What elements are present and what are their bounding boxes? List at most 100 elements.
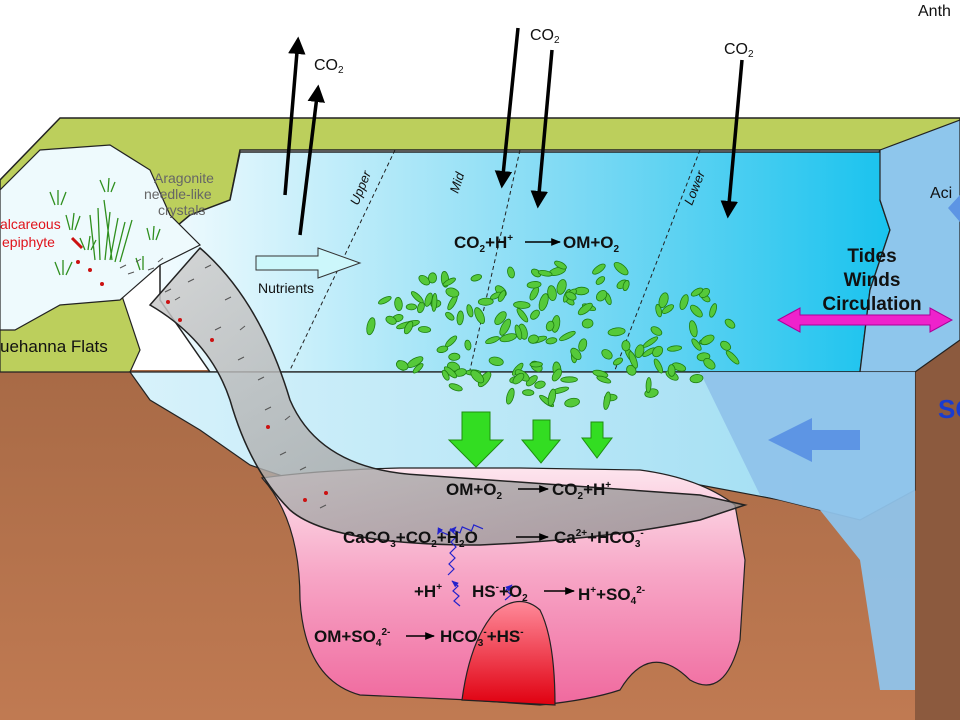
inflow-arrow <box>768 418 860 462</box>
phytoplankton-cell <box>424 292 433 307</box>
phytoplankton-cell <box>395 360 409 371</box>
phytoplankton-cell <box>497 290 506 302</box>
anthropogenic-label: Anth <box>918 3 951 20</box>
phytoplankton-cell <box>560 376 578 383</box>
phytoplankton-cell <box>703 358 716 370</box>
phytoplankton-cell <box>650 326 663 336</box>
respiration-equation-rhs: CO2+H+ <box>552 480 611 502</box>
nutrients-label: Nutrients <box>258 280 314 296</box>
co2-influx-arrow-2 <box>530 49 554 209</box>
phytoplankton-cell <box>596 375 612 384</box>
proton-transfer-arrows <box>437 524 513 607</box>
phytoplankton-cell <box>661 304 675 314</box>
phytoplankton-cell <box>512 372 525 385</box>
calcareous-pointer <box>70 236 84 250</box>
phytoplankton-cell <box>652 345 664 358</box>
tidal-flat-water <box>0 144 202 331</box>
co2-efflux-arrow-2 <box>298 84 325 236</box>
phytoplankton-cell <box>559 330 576 342</box>
proton-label: +H+ <box>414 582 442 601</box>
phytoplankton-cell <box>464 339 472 351</box>
phytoplankton-cell <box>507 266 515 279</box>
sulfide-oxidation-rhs: H++SO42- <box>578 585 645 607</box>
aragonite-label-1: Aragonite <box>154 170 214 186</box>
phytoplankton-cell <box>556 279 567 295</box>
zone-divider-lower <box>614 149 701 371</box>
phytoplankton-cell <box>445 311 455 321</box>
phytoplankton-cell <box>622 279 630 292</box>
phytoplankton-cell <box>385 315 397 325</box>
calcareous-dots <box>76 260 328 502</box>
phytoplankton-cell <box>417 326 432 333</box>
settling-arrow-small <box>581 421 613 459</box>
phytoplankton-cell <box>412 363 424 374</box>
calcareous-label-1: alcareous <box>0 216 61 232</box>
co2-label-influx-1: CO2 <box>530 27 560 46</box>
phytoplankton-cell <box>645 377 652 394</box>
phytoplankton-cell <box>691 338 702 351</box>
tides-double-arrow <box>776 307 954 333</box>
phytoplankton-cell <box>545 320 555 332</box>
phytoplankton-cell <box>477 297 494 306</box>
phytoplankton-cell <box>690 287 704 297</box>
tides-label: Tides <box>847 246 896 267</box>
phytoplankton-cell <box>655 303 663 318</box>
phytoplankton-cell <box>577 302 593 316</box>
phytoplankton-cell <box>522 389 535 396</box>
phytoplankton-cell <box>688 320 698 338</box>
phytoplankton-cloud <box>366 260 740 410</box>
phytoplankton-cell <box>690 304 703 318</box>
phytoplankton-cell <box>405 303 417 311</box>
phytoplankton-cell <box>427 272 438 284</box>
phytoplankton-cell <box>530 309 540 320</box>
phytoplankton-cell <box>667 364 676 377</box>
phytoplankton-cell <box>581 318 594 329</box>
phytoplankton-cell <box>527 334 539 344</box>
acidification-label: Aci <box>930 185 952 202</box>
phytoplankton-cell <box>466 304 474 318</box>
respiration-equation-lhs: OM+O2 <box>446 480 503 502</box>
phytoplankton-cell <box>709 303 718 318</box>
phytoplankton-cell <box>470 274 483 282</box>
sulfide-oxidation-lhs: HS-+O2 <box>472 582 528 604</box>
edge-arrow <box>948 195 960 222</box>
phytoplankton-cell <box>534 380 546 389</box>
phytoplankton-cell <box>442 277 456 287</box>
phytoplankton-cell <box>488 356 504 366</box>
phytoplankton-cell <box>700 334 715 346</box>
phytoplankton-cell <box>436 345 449 353</box>
zone-label-mid: Mid <box>447 170 468 195</box>
nutrients-arrow <box>255 247 362 279</box>
co2-flux-arrows <box>283 27 744 236</box>
sediment-right-side <box>915 340 960 720</box>
phytoplankton-cell <box>658 292 669 309</box>
phytoplankton-cell <box>607 327 626 337</box>
co2-influx-arrow-3 <box>720 59 744 219</box>
phytoplankton-cell <box>621 340 631 352</box>
phytoplankton-cell <box>403 320 414 335</box>
dissolution-equation-lhs: CaCO3+CO2+H2O <box>343 528 478 550</box>
phytoplankton-cell <box>545 337 558 345</box>
phytoplankton-cell <box>485 336 500 345</box>
photosynthesis-equation-lhs: CO2+H+ <box>454 233 513 255</box>
phytoplankton-cell <box>578 338 588 352</box>
phytoplankton-cell <box>570 347 582 361</box>
phytoplankton-cell <box>506 387 515 405</box>
phytoplankton-cell <box>613 261 629 276</box>
phytoplankton-cell <box>653 358 664 374</box>
open-sea-front <box>700 372 915 690</box>
phytoplankton-cell <box>564 397 580 408</box>
circulation-label: Circulation <box>822 294 921 315</box>
phytoplankton-cell <box>720 340 732 351</box>
dissolution-equation-rhs: Ca2++HCO3- <box>554 528 644 550</box>
reaction-arrows <box>406 238 575 640</box>
phytoplankton-cell <box>538 293 549 311</box>
co2-efflux-arrow-1 <box>283 36 306 196</box>
calcareous-label-2: epiphyte <box>2 234 55 250</box>
phytoplankton-cell <box>592 263 606 275</box>
phytoplankton-cell <box>378 296 392 305</box>
phytoplankton-cell <box>470 369 485 384</box>
seagrass-bed <box>49 177 161 276</box>
phytoplankton-cell <box>366 317 376 336</box>
